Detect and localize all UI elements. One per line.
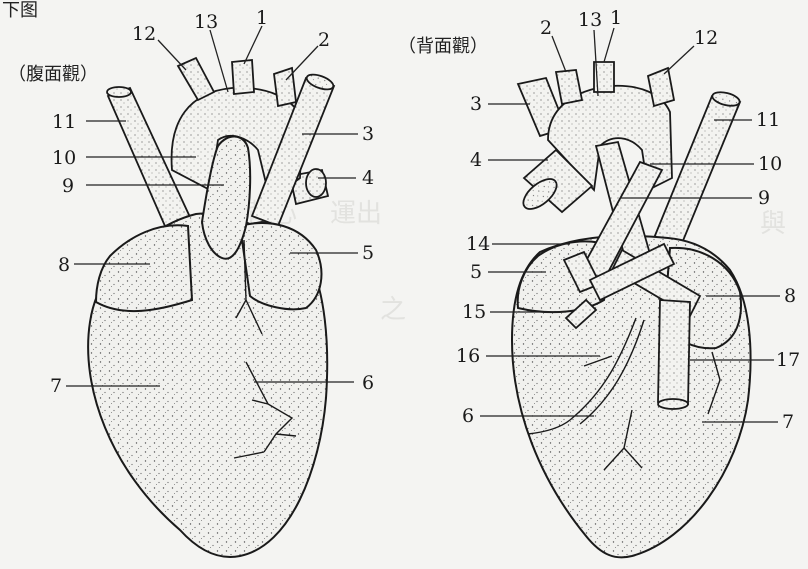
watermark-text: 之 <box>380 295 406 325</box>
leader-line <box>210 30 228 92</box>
label-7: 7 <box>50 375 62 397</box>
label-15: 15 <box>462 301 486 323</box>
label-9: 9 <box>62 175 74 197</box>
leader-line <box>244 26 262 64</box>
label-8: 8 <box>784 285 796 307</box>
vessel-4-opening <box>306 169 326 197</box>
dorsal-view: （背面觀） <box>398 7 800 557</box>
label-10: 10 <box>758 153 782 175</box>
vessel-17 <box>658 300 690 404</box>
label-2: 2 <box>540 17 552 39</box>
figure-fragment-text: 下图 <box>2 0 38 21</box>
label-1: 1 <box>610 7 622 29</box>
label-3: 3 <box>362 123 374 145</box>
label-8: 8 <box>58 254 70 276</box>
vessel-1 <box>232 60 254 94</box>
watermark-text: 運出 <box>330 199 382 229</box>
label-2: 2 <box>318 29 330 51</box>
label-5: 5 <box>362 242 374 264</box>
label-5: 5 <box>470 261 482 283</box>
label-4: 4 <box>362 167 374 189</box>
label-3: 3 <box>470 93 482 115</box>
leader-line <box>604 28 614 62</box>
label-6: 6 <box>462 405 474 427</box>
label-13: 13 <box>194 11 218 33</box>
label-11: 11 <box>52 111 76 133</box>
label-16: 16 <box>456 345 480 367</box>
vessel-2 <box>556 70 582 104</box>
label-12: 12 <box>694 27 718 49</box>
label-10: 10 <box>52 147 76 169</box>
label-1: 1 <box>256 7 268 29</box>
label-12: 12 <box>132 23 156 45</box>
vessel-17-opening <box>658 399 688 409</box>
label-11: 11 <box>756 109 780 131</box>
ventral-view: （腹面觀） <box>8 7 374 557</box>
vessel-12 <box>178 58 214 100</box>
label-9: 9 <box>758 187 770 209</box>
label-17: 17 <box>776 349 800 371</box>
label-4: 4 <box>470 149 482 171</box>
label-14: 14 <box>466 233 490 255</box>
watermark-text: 與 <box>760 209 786 239</box>
vessel-11-opening <box>107 87 131 97</box>
label-13: 13 <box>578 9 602 31</box>
label-7: 7 <box>782 411 794 433</box>
label-6: 6 <box>362 372 374 394</box>
leader-line <box>158 40 186 70</box>
ventral-caption: （腹面觀） <box>8 64 98 85</box>
atrium-8 <box>96 225 192 311</box>
dorsal-caption: （背面觀） <box>398 36 488 57</box>
leader-line <box>552 36 566 72</box>
leader-line <box>664 46 694 74</box>
atrium-5 <box>240 223 321 309</box>
